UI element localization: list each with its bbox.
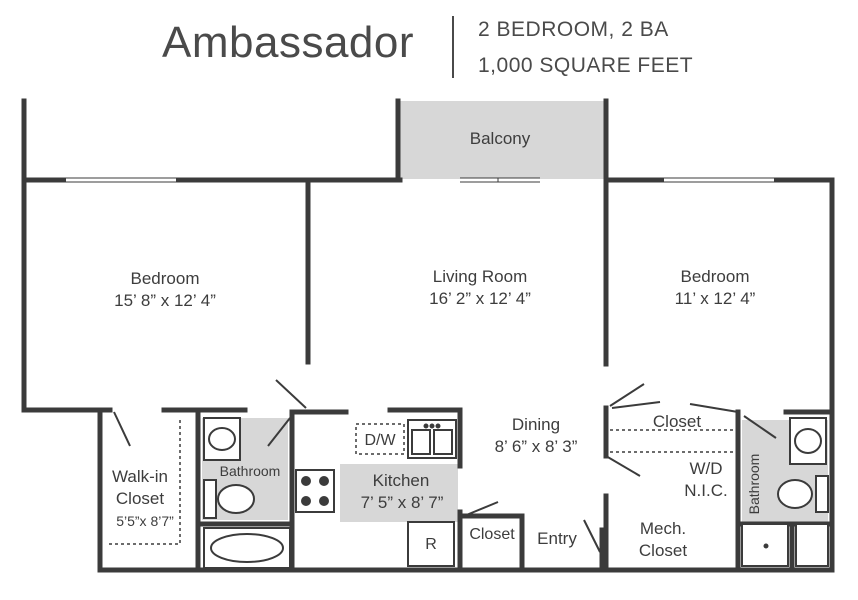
bedroom1-size: 15’ 8” x 12’ 4” [114,291,216,310]
stove [295,469,335,513]
bathroom1-fixtures [203,417,291,569]
door-swings [113,379,777,553]
plan-title: Ambassador [162,18,415,67]
dining-name: Dining [511,415,561,434]
bedroom1-name: Bedroom [130,269,200,288]
bedroom2-size: 11’ x 12’ 4” [674,289,756,308]
balcony-label: Balcony [469,129,531,148]
kitchen-fixtures [295,419,457,567]
refrigerator [407,521,455,567]
wd-line2: N.I.C. [684,481,728,500]
bedrooms-baths: 2 BEDROOM, 2 BA [478,18,669,41]
square-feet: 1,000 SQUARE FEET [478,54,694,77]
kitchen-name: Kitchen [372,471,430,490]
walkin-closet-line1: Walk-in [111,467,169,486]
dishwasher-label: D/W [364,432,396,449]
entry-label: Entry [537,529,577,548]
mech-closet-line1: Mech. [639,519,687,538]
kitchen-size: 7’ 5” x 8’ 7” [360,493,444,512]
bathroom2-fixtures [741,417,829,567]
header-divider [452,16,454,78]
balcony-area [400,101,606,179]
bathroom1-label: Bathroom [219,463,281,479]
dining-size: 8’ 6” x 8’ 3” [494,437,578,456]
walkin-closet-size: 5’5”x 8’7” [116,513,174,529]
walkin-closet-line2: Closet [115,489,165,508]
bathroom2-label: Bathroom [746,453,762,515]
refrigerator-label: R [425,536,437,553]
dishwasher-outline [355,423,405,455]
living-room-size: 16’ 2” x 12’ 4” [429,289,531,308]
wd-line1: W/D [689,459,723,478]
bedroom2-name: Bedroom [680,267,750,286]
kitchen-counter [340,464,458,522]
kitchen-closet-label: Closet [469,526,515,543]
walls [21,98,835,573]
living-room-name: Living Room [432,267,528,286]
right-closet-label: Closet [652,412,702,431]
dashed-lines [106,420,736,545]
mech-closet-line2: Closet [638,541,688,560]
window-lines [66,177,774,183]
